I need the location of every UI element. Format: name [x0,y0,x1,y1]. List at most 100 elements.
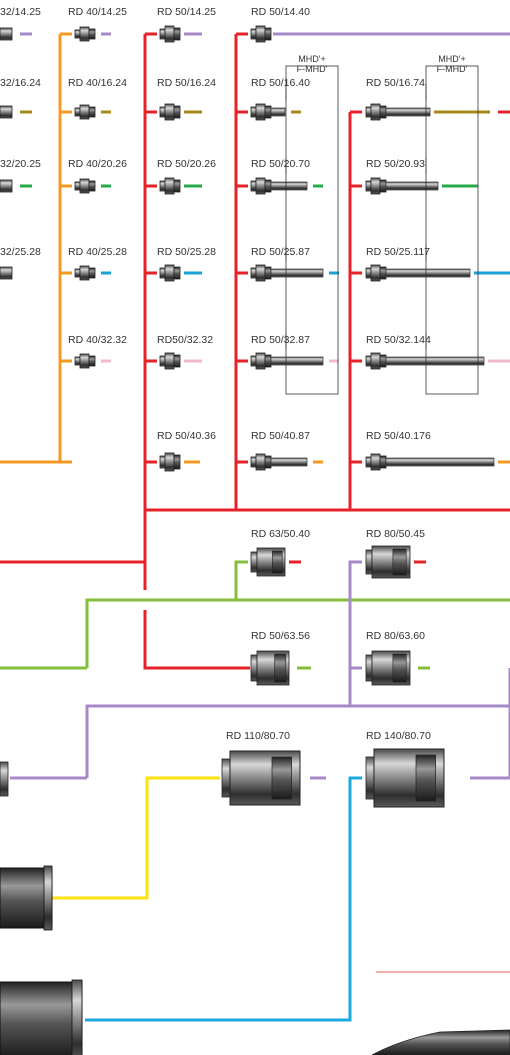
adapter-nut [89,181,95,191]
adapter-flange [160,268,165,278]
machine-image-partial [372,1030,510,1055]
adapter-partial [0,106,12,118]
label-c1-16: RD 40/16.24 [68,77,127,89]
adapter-nut [265,267,271,279]
label-c0-14: 32/14.25 [0,6,41,18]
label-rd63-50: RD 63/50.40 [251,528,310,540]
lime-branch [236,562,248,600]
adapter-partial-purple [0,762,8,796]
mhd-label-left: MHD'+ F-MHD' [286,54,338,74]
adapter-nut [174,267,180,279]
adapter-flange [75,357,80,365]
adapter-nut [174,455,180,469]
adapter-shank [386,108,430,116]
label-c1-20: RD 40/20.26 [68,158,127,170]
adapter-body [165,265,174,281]
label-c3-16: RD 50/16.40 [251,77,310,89]
adapter-body [80,105,89,119]
adapter-flange [251,107,256,117]
large-adapter-flange [222,759,230,797]
label-c2-25: RD 50/25.28 [157,246,216,258]
big-adapter-flange [251,552,257,572]
adapter-flange [251,356,256,366]
adapter-nut [174,106,180,118]
adapter-body [80,354,89,368]
adapter-body [165,104,174,120]
yellow-line [52,778,220,898]
label-c3-14: RD 50/14.40 [251,6,310,18]
adapter-body [256,104,265,120]
label-c3-32: RD 50/32.87 [251,334,310,346]
big-adapter-label-plate [275,654,286,682]
label-c4-32: RD 50/32.144 [366,334,431,346]
adapter-nut [265,355,271,367]
mhd-line1: MHD'+ [286,54,338,64]
adapter-flange [366,181,371,191]
label-c3-40: RD 50/40.87 [251,430,310,442]
adapter-nut [380,267,386,279]
adapter-body [165,26,174,42]
adapter-shank [386,182,438,190]
spindle-yellow-flange [44,866,52,930]
mhd-line2-right: F-MHD' [426,64,478,74]
adapter-body [256,353,265,369]
label-c2-14: RD 50/14.25 [157,6,216,18]
adapter-body [256,26,265,42]
adapter-nut [380,106,386,118]
adapter-flange [75,269,80,277]
label-c0-20: 32/20.25 [0,158,41,170]
adapter-body [165,353,174,369]
adapter-flange [160,107,165,117]
adapter-nut [265,180,271,192]
purple-branch [350,562,362,668]
adapter-body [371,454,380,470]
adapter-body [256,265,265,281]
label-c2-16: RD 50/16.24 [157,77,216,89]
label-c3-25: RD 50/25.87 [251,246,310,258]
adapter-flange [251,457,256,467]
adapter-flange [160,29,165,39]
adapter-flange [251,181,256,191]
purple-right [470,668,510,778]
adapter-body [80,179,89,193]
label-c4-20: RD 50/20.93 [366,158,425,170]
adapter-flange [75,108,80,116]
adapter-flange [75,182,80,190]
big-adapter-label-plate [393,654,406,682]
adapter-nut [265,456,271,468]
mhd-line2: F-MHD' [286,64,338,74]
adapter-shank [386,458,494,466]
label-c1-14: RD 40/14.25 [68,6,127,18]
adapter-nut [174,355,180,367]
label-c1-32: RD 40/32.32 [68,334,127,346]
adapter-shank [386,357,484,365]
label-rd80-63: RD 80/63.60 [366,630,425,642]
label-rd110: RD 110/80.70 [226,730,290,742]
mhd-line1-right: MHD'+ [426,54,478,64]
adapter-flange [366,107,371,117]
label-rd80-50: RD 80/50.45 [366,528,425,540]
adapter-body [371,104,380,120]
adapter-partial [0,28,12,40]
adapter-flange [251,29,256,39]
adapter-nut [89,29,95,39]
adapter-nut [265,28,271,40]
large-adapter-flange [366,757,374,799]
label-c2-20: RD 50/20.26 [157,158,216,170]
adapter-shank [271,108,285,116]
adapter-flange [75,30,80,38]
label-rd50-63: RD 50/63.56 [251,630,310,642]
adapter-body [371,178,380,194]
adapter-body [256,454,265,470]
adapter-shank [271,182,307,190]
label-c4-40: RD 50/40.176 [366,430,431,442]
adapter-shank [271,458,307,466]
adapter-nut [89,268,95,278]
red-lower-branch [145,610,250,668]
adapter-flange [366,268,371,278]
adapter-shank [271,357,323,365]
label-c2-32: RD50/32.32 [157,334,213,346]
adapter-body [256,178,265,194]
adapter-flange [160,181,165,191]
